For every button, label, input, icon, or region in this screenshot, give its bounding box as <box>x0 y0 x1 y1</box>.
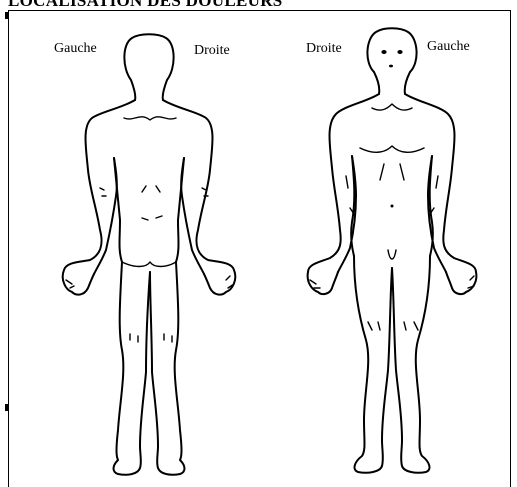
back-left-leg <box>114 262 151 475</box>
front-mouth <box>389 65 393 68</box>
front-navel <box>391 205 394 208</box>
front-head <box>367 28 416 94</box>
front-left-eye <box>381 50 386 54</box>
back-waist <box>114 158 122 262</box>
back-left-hand-fingers <box>66 280 74 288</box>
back-lumbar-mark <box>142 216 162 220</box>
front-left-leg <box>354 256 392 473</box>
back-waist-right <box>176 158 184 262</box>
front-waist-right <box>430 156 433 256</box>
back-buttocks <box>122 262 176 267</box>
front-knee-marks <box>368 322 418 330</box>
front-right-leg <box>392 256 430 473</box>
front-collarbones <box>372 104 412 110</box>
front-body-figure <box>308 28 477 473</box>
front-waist-left <box>351 156 354 256</box>
front-abdomen-marks <box>380 164 404 180</box>
front-right-eye <box>397 50 402 54</box>
back-shoulder-blade-line <box>124 117 176 120</box>
front-chest <box>360 146 424 152</box>
front-right-hand-fingers <box>468 276 474 288</box>
back-body-figure <box>63 34 236 475</box>
back-head <box>124 34 173 100</box>
back-right-leg <box>150 262 185 475</box>
front-groin <box>388 250 396 259</box>
back-spine-mark <box>142 186 160 192</box>
back-left-elbow-mark <box>100 188 106 196</box>
